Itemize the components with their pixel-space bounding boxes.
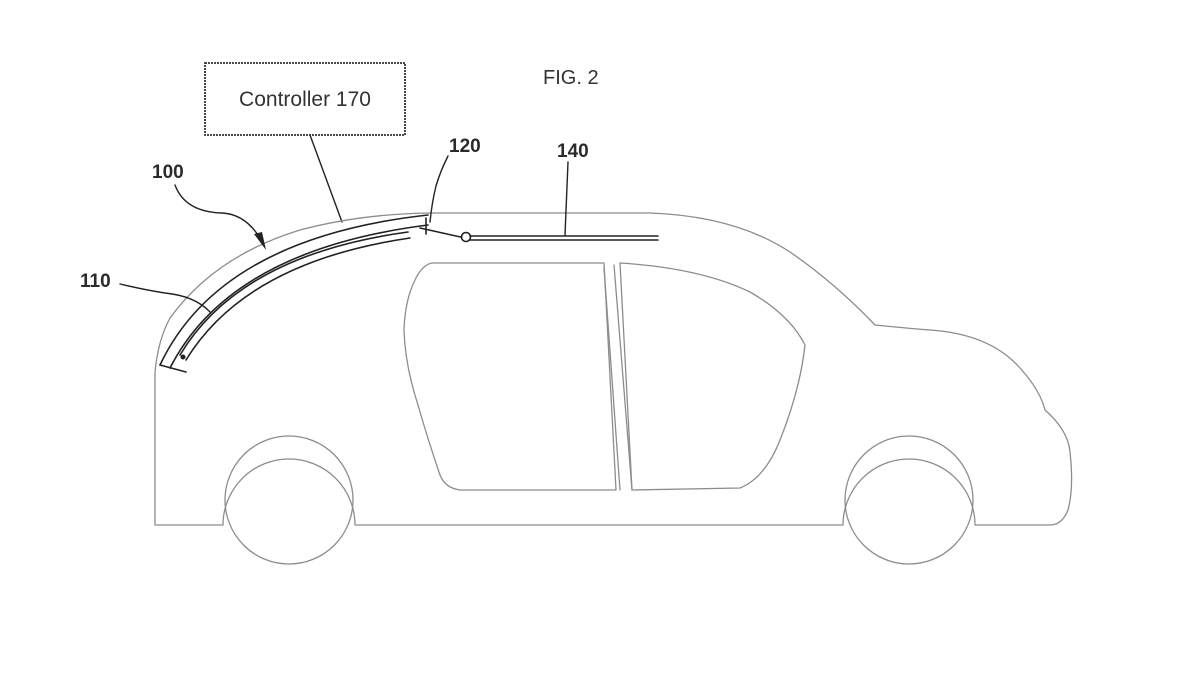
curved-panel-outer [159,214,429,366]
controller-box: Controller 170 [204,62,406,136]
controller-label: Controller 170 [239,88,371,111]
leader-line-140 [564,161,569,236]
leader-line-110 [119,283,211,313]
curved-panel-lower-pivot [180,354,186,360]
leader-line-100 [174,184,261,239]
ref-label-100: 100 [152,162,184,183]
leader-line-120 [429,155,449,223]
ref-label-110: 110 [80,271,111,292]
curved-panel-track-inner [185,237,411,361]
ref-label-120: 120 [449,136,481,157]
controller-leader-line [309,134,343,223]
door-pillar-left [603,267,621,491]
controller-box-frame [204,62,406,136]
rear-side-window [403,262,617,491]
hinge-pivot-120 [460,231,472,243]
ref-label-140: 140 [557,141,589,162]
rear-wheel [224,435,354,565]
figure-label: FIG. 2 [543,67,599,89]
front-side-window [619,262,806,491]
curved-panel-end-cap [159,364,187,373]
vehicle-body-outline [154,212,1073,526]
arrow-head-100 [254,232,266,250]
door-pillar-right [613,264,633,491]
front-wheel [844,435,974,565]
curved-panel-inner [169,224,429,369]
curved-panel-track [179,231,409,356]
